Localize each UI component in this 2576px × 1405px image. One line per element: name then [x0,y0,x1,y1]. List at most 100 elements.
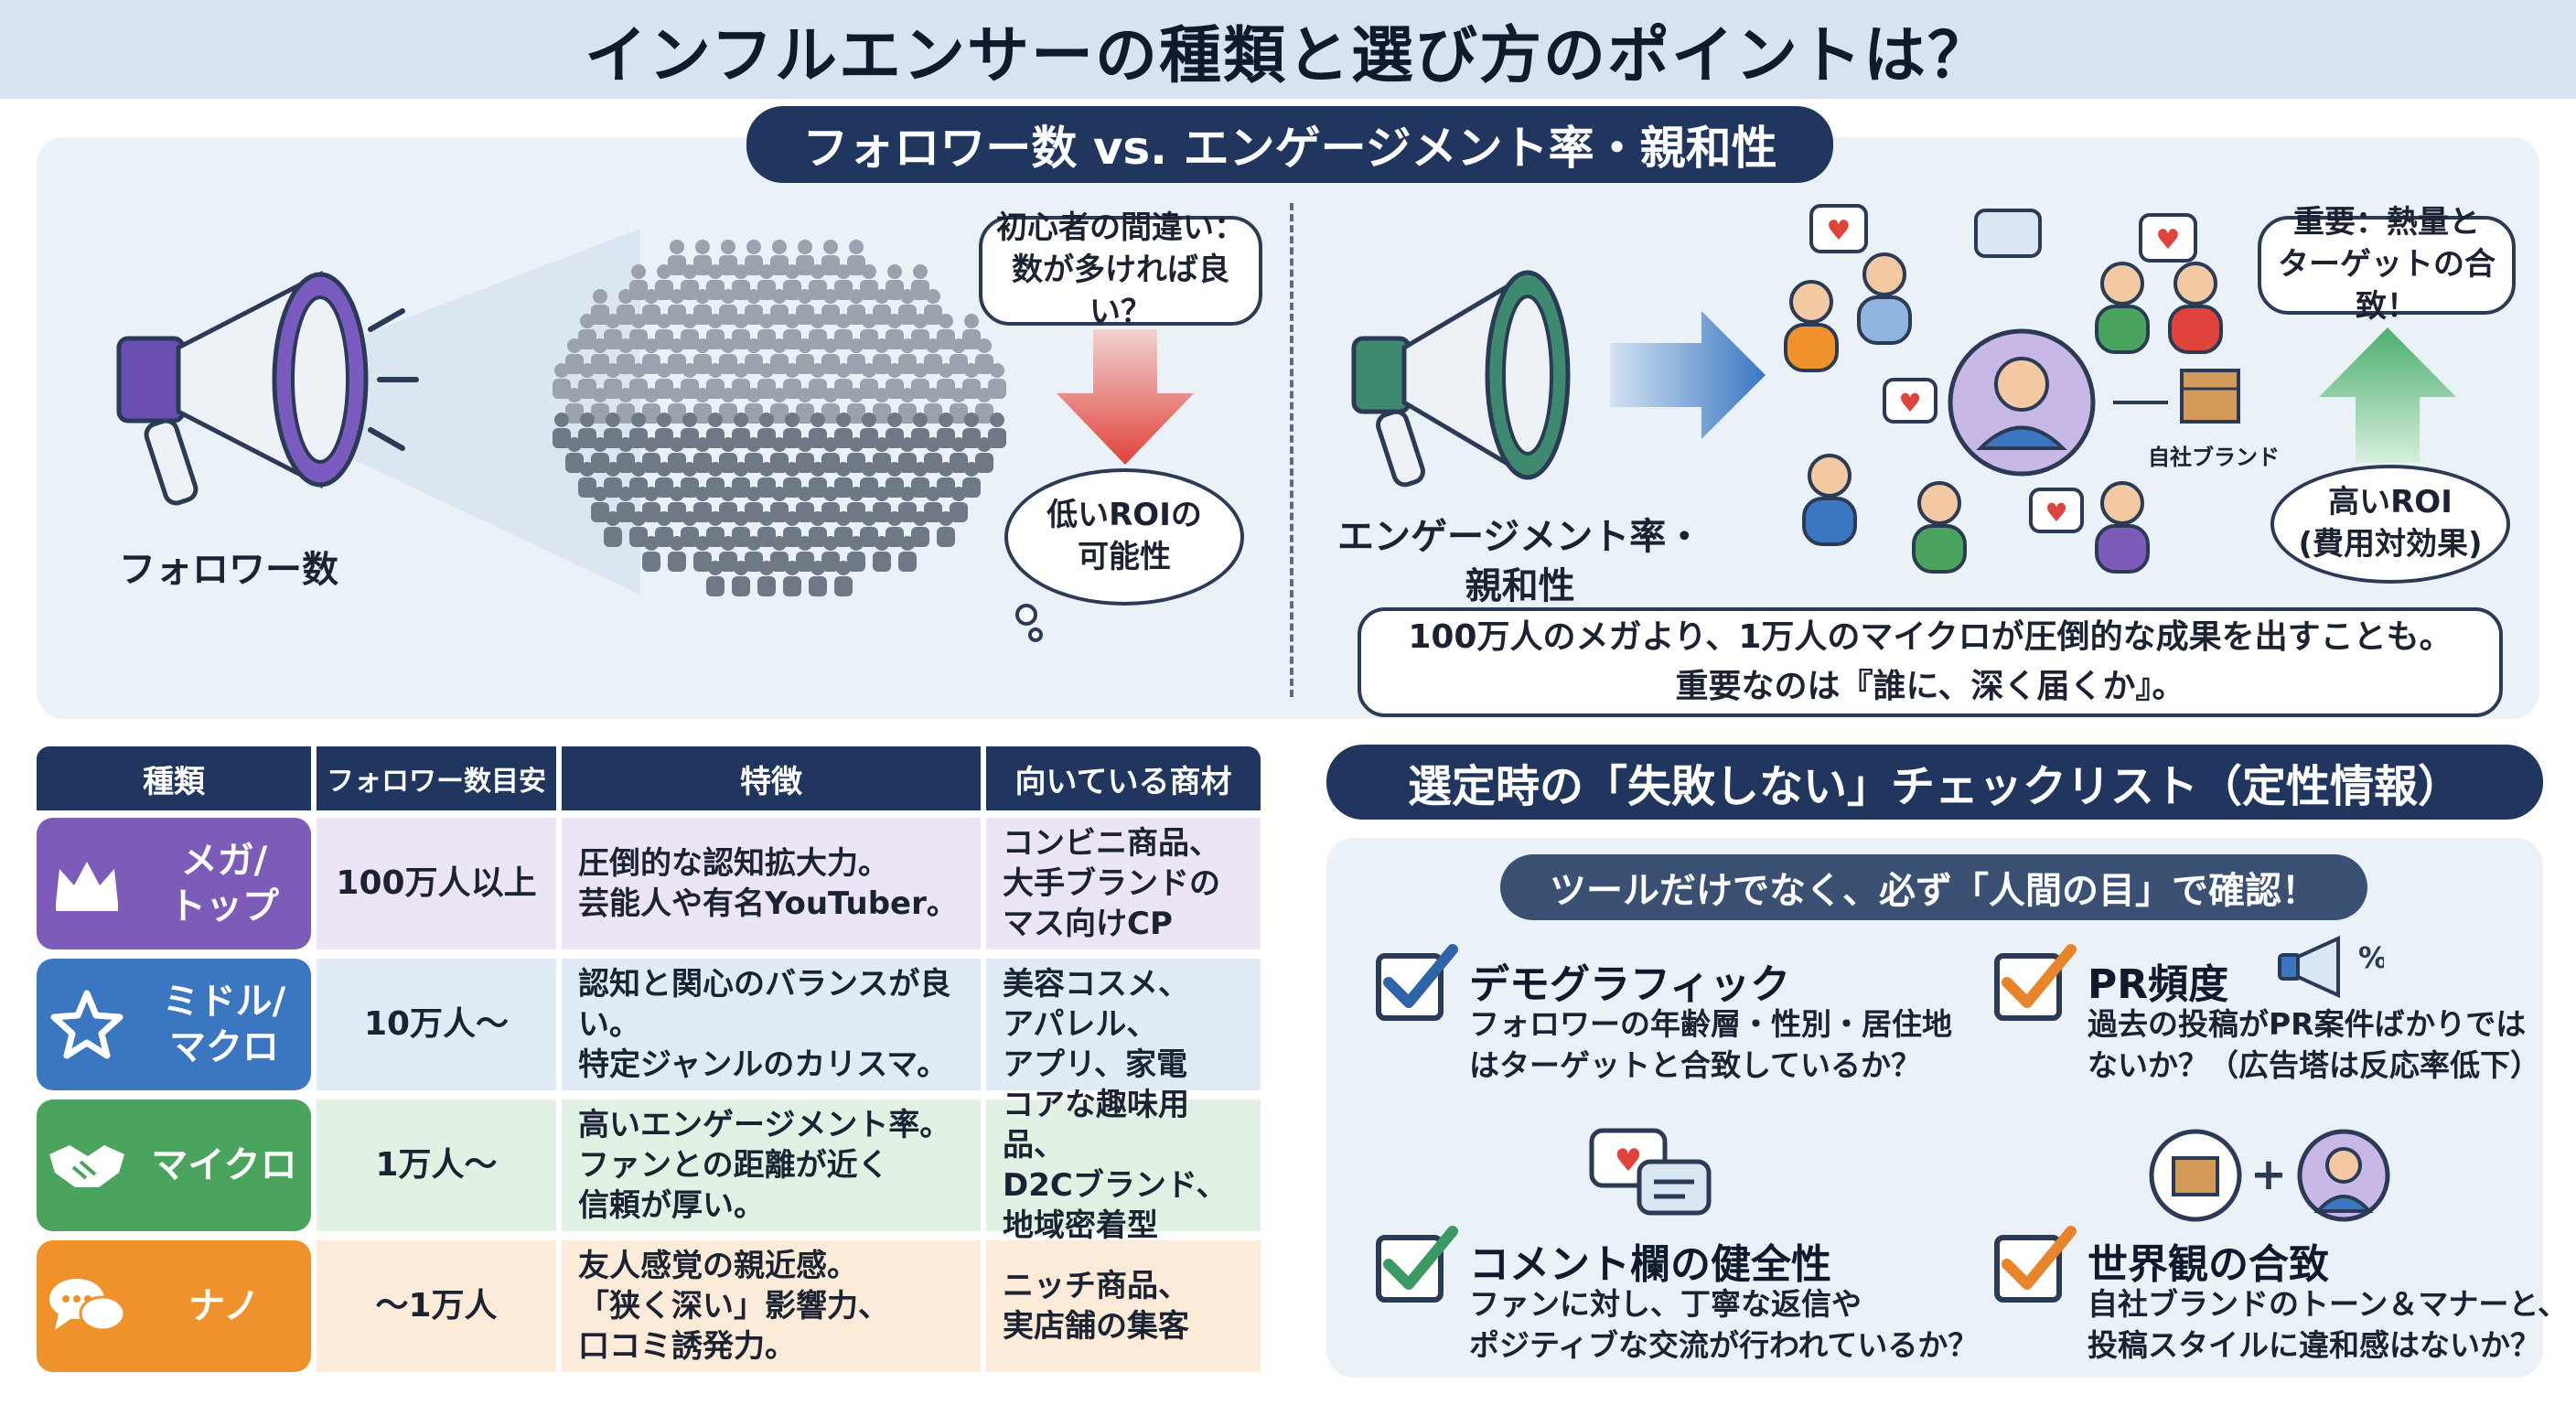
star-icon [37,990,137,1059]
crowd-person-icon [783,314,801,349]
crowd-person-icon [937,363,955,399]
crowd-person-icon [732,561,750,596]
crowd-person-icon [886,363,904,399]
crowd-person-icon [809,264,827,300]
demographic-desc-line-2: はターゲットと合致しているか？ [1469,1046,1922,1083]
demographic-desc-line-1: フォロワーの年齢層・性別・居住地 [1469,1006,1952,1042]
crowd-person-icon [809,511,827,547]
table-header-followers: フォロワー数目安 [317,746,556,810]
checkbox-demographic[interactable] [1376,944,1458,1021]
crowd-person-icon [591,388,609,424]
feature-line: 口コミ誘発力。 [578,1328,796,1366]
product-line: 大手ブランドの [1003,864,1220,902]
follower-person-icon [2095,262,2150,354]
svg-text:♥: ♥ [1827,215,1852,247]
crowd-person-icon [847,487,865,522]
crowd-person-icon [565,388,584,424]
crowd-person-icon [693,536,712,572]
crowd-person-icon [655,462,673,498]
heart-bubble-icon: ♥ [2139,213,2197,263]
crowd-person-icon [873,289,891,325]
checkbox-pr-frequency[interactable] [1994,944,2077,1021]
crowd-person-icon [732,314,750,349]
crowd-person-icon [706,314,724,349]
checkbox-worldview[interactable] [1994,1226,2077,1303]
crown-icon [37,854,137,913]
pr-frequency-desc-line-2: ないか？（広告塔は反応率低下） [2088,1046,2540,1083]
crowd-person-icon [924,437,942,473]
crowd-person-icon [834,462,853,498]
products-cell: コンビニ商品、大手ブランドのマス向けCP [986,818,1261,949]
checklist-panel [1326,838,2543,1378]
crowd-person-icon [617,338,635,374]
table-row-type: マイクロ [37,1099,311,1231]
product-line: アプリ、家電 [1003,1046,1187,1084]
table-header-type: 種類 [37,746,311,810]
crowd-person-icon [591,437,609,473]
crowd-person-icon [821,536,840,572]
crowd-person-icon [898,338,917,374]
table-header-products: 向いている商材 [986,746,1261,810]
crowd-person-icon [681,314,699,349]
crowd-person-icon [847,240,865,275]
crowd-person-icon [693,240,712,275]
crowd-person-icon [617,487,635,522]
crowd-person-icon [834,363,853,399]
crowd-person-icon [873,536,891,572]
crowd-person-icon [745,338,763,374]
crowd-person-icon [770,487,789,522]
crowd-person-icon [617,289,635,325]
comments-desc-line-2: ポジティブな交流が行われているか？ [1469,1326,1979,1363]
crowd-person-icon [937,314,955,349]
crowd-person-icon [732,413,750,448]
crowd-person-icon [745,437,763,473]
feature-line: 友人感覚の親近感。 [578,1247,858,1284]
features-cell: 認知と関心のバランスが良い。特定ジャンルのカリスマ。 [562,959,981,1090]
checkbox-comments[interactable] [1376,1226,1458,1303]
crowd-person-icon [821,487,840,522]
pr-frequency-desc-line-1: 過去の投稿がPR案件ばかりでは [2088,1006,2527,1042]
crowd-person-icon [783,511,801,547]
crowd-person-icon [629,314,648,349]
crowd-person-icon [873,487,891,522]
cloud-dot [1028,627,1043,642]
crowd-person-icon [681,363,699,399]
engagement-label-line-1: エンゲージメント率・ [1337,516,1703,558]
svg-text:♥: ♥ [2045,498,2067,528]
important-line-2: ターゲットの合致！ [2278,246,2496,325]
influencer-type-line: ナノ [188,1285,260,1327]
crowd-person-icon [693,487,712,522]
svg-text:+: + [2250,1149,2287,1200]
crowd-person-icon [783,413,801,448]
mistake-line-2: 数が多ければ良い？ [1012,252,1229,330]
crowd-person-icon [706,264,724,300]
crowd-person-icon [668,388,686,424]
crowd-person-icon [757,314,776,349]
crowd-person-icon [821,437,840,473]
right-illustration: ♥ ♥ ♥ ♥ [1351,204,2240,574]
comments-desc: ファンに対し、丁寧な返信や ポジティブな交流が行われているか？ [1469,1284,1978,1366]
crowd-person-icon [745,388,763,424]
crowd-person-icon [693,289,712,325]
crowd-person-icon [886,314,904,349]
crowd-person-icon [719,536,737,572]
crowd-person-icon [962,413,981,448]
crowd-person-icon [604,314,622,349]
crowd-person-icon [847,289,865,325]
heart-bubble-icon: ♥ [1809,204,1868,253]
pr-frequency-title: PR頻度 [2088,961,2229,1008]
down-arrow-icon [1057,329,1194,465]
product-line: コアな趣味用品、 [1003,1086,1189,1164]
product-line: D2Cブランド、 [1003,1167,1228,1204]
crowd-person-icon [873,338,891,374]
crowd-person-icon [911,314,929,349]
engagement-label: エンゲージメント率・ 親和性 [1337,512,1702,611]
crowd-person-icon [693,437,712,473]
svg-text:%: % [2358,940,2384,975]
crowd-person-icon [834,561,853,596]
low-roi-line-2: 可能性 [1078,539,1171,575]
crowd-person-icon [668,289,686,325]
crowd-person-icon [911,413,929,448]
comments-title: コメント欄の健全性 [1469,1241,1831,1288]
features-cell: 友人感覚の親近感。「狭く深い」影響力、口コミ誘発力。 [562,1240,981,1372]
